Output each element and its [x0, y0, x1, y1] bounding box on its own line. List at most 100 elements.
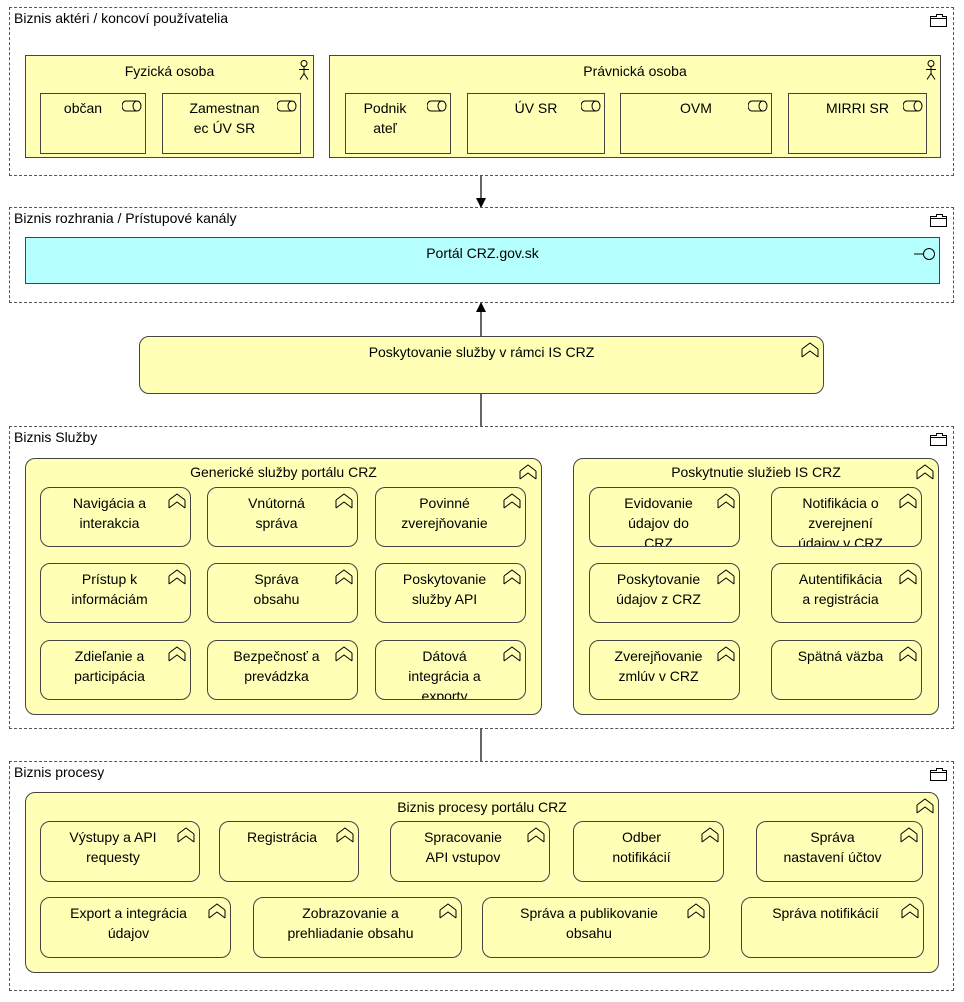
service-generic-item[interactable]: Poskytovanie služby API: [375, 563, 526, 623]
interface-label: Portál CRZ.gov.sk: [426, 245, 539, 261]
process-item[interactable]: Správa notifikácií: [741, 897, 924, 958]
process-item[interactable]: Výstupy a API requesty: [40, 821, 200, 882]
service-crz-item[interactable]: Spätná väzba: [771, 640, 922, 700]
service-generic-item-label: Prístup k informáciám: [71, 571, 148, 607]
service-crz-item[interactable]: Zverejňovanie zmlúv v CRZ: [589, 640, 740, 700]
folder-icon: [930, 14, 947, 27]
process-item-label: Výstupy a API requesty: [69, 829, 157, 865]
folder-icon: [930, 433, 947, 446]
role-icon: [581, 100, 601, 112]
process-item-label: Správa notifikácií: [772, 905, 879, 921]
process-item-label: Export a integrácia údajov: [70, 905, 187, 941]
role-mirri-sr[interactable]: MIRRI SR: [788, 93, 927, 154]
actor-title: Právnická osoba: [583, 63, 687, 79]
role-label: Zamestnan ec ÚV SR: [189, 100, 260, 136]
service-label: Poskytovanie služby v rámci IS CRZ: [368, 344, 595, 360]
service-icon: [527, 827, 545, 843]
service-icon: [899, 646, 917, 662]
service-generic-item-label: Správa obsahu: [253, 571, 300, 607]
role-label: MIRRI SR: [826, 100, 889, 116]
group-title: Biznis Služby: [14, 429, 98, 445]
process-item[interactable]: Export a integrácia údajov: [40, 897, 231, 958]
service-icon: [899, 569, 917, 585]
service-generic-item[interactable]: Správa obsahu: [207, 563, 358, 623]
actor-icon: [299, 60, 309, 80]
service-crz-item-label: Zverejňovanie zmlúv v CRZ: [614, 648, 703, 684]
service-icon: [168, 493, 186, 509]
service-generic-item[interactable]: Navigácia a interakcia: [40, 487, 191, 547]
role-zamestnanec-uv-sr[interactable]: Zamestnan ec ÚV SR: [162, 93, 301, 154]
service-generic-item-label: Poskytovanie služby API: [402, 571, 487, 607]
service-generic-item[interactable]: Zdieľanie a participácia: [40, 640, 191, 700]
service-generic-item-label: Dátová integrácia a exporty: [408, 648, 481, 700]
service-group-title: Poskytnutie služieb IS CRZ: [671, 464, 841, 480]
service-crz-item-label: Evidovanie údajov do CRZ: [624, 495, 693, 547]
interface-portal-crz[interactable]: Portál CRZ.gov.sk: [25, 237, 940, 284]
service-icon: [717, 493, 735, 509]
process-item[interactable]: Správa nastavení účtov: [756, 821, 923, 882]
service-icon: [717, 569, 735, 585]
role-uv-sr[interactable]: ÚV SR: [467, 93, 605, 154]
service-icon: [916, 798, 934, 814]
service-icon: [901, 903, 919, 919]
service-crz-item[interactable]: Notifikácia o zverejnení údajov v CRZ: [771, 487, 922, 547]
role-ovm[interactable]: OVM: [620, 93, 772, 154]
actor-legal-person[interactable]: Právnická osoba Podnik ateľ ÚV SR OVM MI…: [329, 55, 941, 158]
service-icon: [801, 342, 819, 358]
process-item-label: Zobrazovanie a prehliadanie obsahu: [287, 905, 414, 941]
group-title: Biznis procesy: [14, 764, 105, 780]
service-icon: [208, 903, 226, 919]
process-item[interactable]: Registrácia: [219, 821, 359, 882]
service-generic-item[interactable]: Vnútorná správa: [207, 487, 358, 547]
role-icon: [277, 100, 297, 112]
service-icon: [335, 646, 353, 662]
role-label: Podnik ateľ: [363, 100, 407, 136]
service-icon: [519, 464, 537, 480]
service-group-title: Generické služby portálu CRZ: [190, 464, 377, 480]
service-provision-is-crz[interactable]: Poskytovanie služby v rámci IS CRZ: [139, 336, 824, 394]
service-crz-item-label: Spätná väzba: [797, 648, 884, 664]
folder-icon: [930, 768, 947, 781]
service-crz-item[interactable]: Autentifikácia a registrácia: [771, 563, 922, 623]
service-generic-item-label: Zdieľanie a participácia: [74, 648, 145, 684]
service-icon: [335, 493, 353, 509]
interface-icon: [914, 248, 935, 260]
service-generic-item-label: Bezpečnosť a prevádzka: [233, 648, 320, 684]
process-item[interactable]: Odber notifikácií: [573, 821, 724, 882]
process-item-label: Správa a publikovanie obsahu: [520, 905, 658, 941]
role-icon: [903, 100, 923, 112]
service-generic-item[interactable]: Dátová integrácia a exporty: [375, 640, 526, 700]
service-icon: [503, 569, 521, 585]
process-item-label: Správa nastavení účtov: [783, 829, 882, 865]
service-generic-item-label: Navigácia a interakcia: [72, 495, 147, 531]
service-icon: [503, 646, 521, 662]
service-generic-item-label: Povinné zverejňovanie: [401, 495, 488, 531]
service-icon: [336, 827, 354, 843]
role-podnikatel[interactable]: Podnik ateľ: [345, 93, 451, 154]
service-crz-item[interactable]: Poskytovanie údajov z CRZ: [589, 563, 740, 623]
process-item-label: Registrácia: [246, 829, 318, 845]
actor-icon: [926, 60, 936, 80]
service-generic-item[interactable]: Prístup k informáciám: [40, 563, 191, 623]
service-icon: [899, 493, 917, 509]
service-icon: [177, 827, 195, 843]
service-icon: [335, 569, 353, 585]
service-generic-item[interactable]: Povinné zverejňovanie: [375, 487, 526, 547]
service-crz-item-label: Autentifikácia a registrácia: [798, 571, 883, 607]
process-group-title: Biznis procesy portálu CRZ: [397, 799, 567, 815]
service-icon: [168, 646, 186, 662]
service-generic-item[interactable]: Bezpečnosť a prevádzka: [207, 640, 358, 700]
service-crz-item[interactable]: Evidovanie údajov do CRZ: [589, 487, 740, 547]
service-icon: [687, 903, 705, 919]
process-item[interactable]: Zobrazovanie a prehliadanie obsahu: [253, 897, 462, 958]
role-obcan[interactable]: občan: [40, 93, 146, 154]
actor-physical-person[interactable]: Fyzická osoba občan Zamestnan ec ÚV SR: [25, 55, 314, 158]
service-icon: [168, 569, 186, 585]
process-item[interactable]: Správa a publikovanie obsahu: [482, 897, 710, 958]
role-label: ÚV SR: [514, 100, 558, 116]
process-item[interactable]: Spracovanie API vstupov: [390, 821, 550, 882]
service-generic-item-label: Vnútorná správa: [248, 495, 305, 531]
role-icon: [122, 100, 142, 112]
service-icon: [916, 464, 934, 480]
group-title: Biznis rozhrania / Prístupové kanály: [14, 210, 237, 226]
